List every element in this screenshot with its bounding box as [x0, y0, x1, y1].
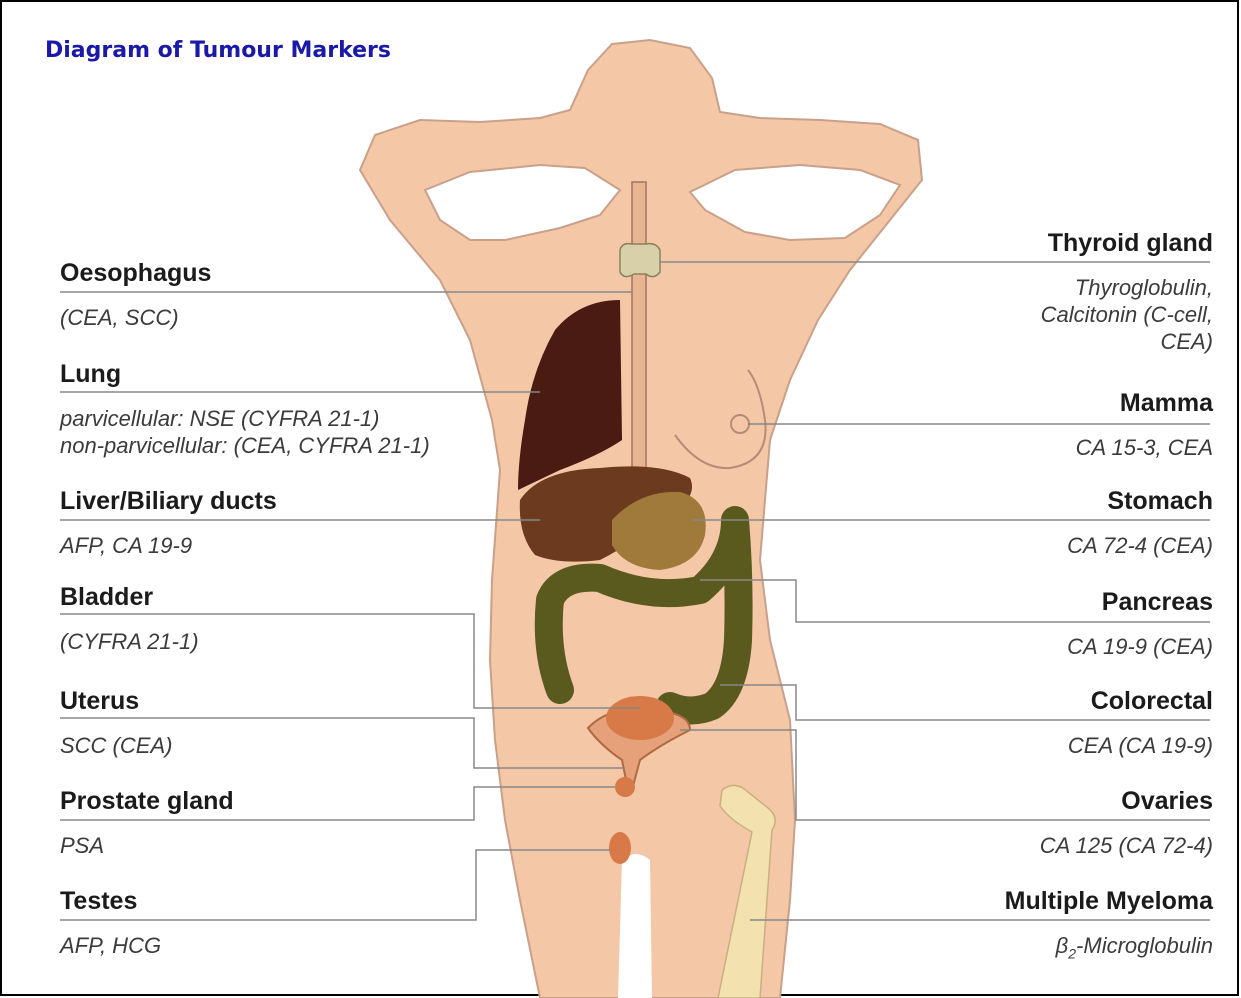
organ-markers: AFP, HCG: [60, 932, 320, 959]
organ-markers: CEA (CA 19-9): [953, 732, 1213, 759]
organ-markers: PSA: [60, 832, 320, 859]
label-multiple-myeloma: Multiple Myeloma β2-Microglobulin: [953, 886, 1213, 967]
organ-markers: Thyroglobulin, Calcitonin (C-cell, CEA): [953, 274, 1213, 355]
label-lung: Lung parvicellular: NSE (CYFRA 21-1) non…: [60, 359, 500, 459]
organ-name: Testes: [60, 886, 320, 916]
label-prostate: Prostate gland PSA: [60, 786, 320, 859]
label-uterus: Uterus SCC (CEA): [60, 686, 320, 759]
organ-markers: β2-Microglobulin: [953, 932, 1213, 967]
organ-name: Ovaries: [953, 786, 1213, 816]
organ-markers: CA 125 (CA 72-4): [953, 832, 1213, 859]
marker-suffix: -Microglobulin: [1076, 933, 1213, 958]
organ-name: Bladder: [60, 582, 320, 612]
organ-markers: SCC (CEA): [60, 732, 320, 759]
organ-markers: parvicellular: NSE (CYFRA 21-1) non-parv…: [60, 405, 500, 459]
organ-markers: CA 72-4 (CEA): [953, 532, 1213, 559]
thyroid-organ: [620, 244, 660, 277]
leg-gap: [618, 854, 652, 998]
organ-name: Liver/Biliary ducts: [60, 486, 320, 516]
organ-name: Pancreas: [953, 587, 1213, 617]
label-mamma: Mamma CA 15-3, CEA: [953, 388, 1213, 461]
organ-name: Mamma: [953, 388, 1213, 418]
organ-name: Prostate gland: [60, 786, 320, 816]
organ-markers: CA 19-9 (CEA): [953, 633, 1213, 660]
organ-name: Lung: [60, 359, 500, 389]
organ-name: Colorectal: [953, 686, 1213, 716]
diagram-title: Diagram of Tumour Markers: [45, 38, 391, 63]
marker-subscript: 2: [1068, 945, 1076, 961]
testes-organ: [609, 832, 631, 864]
uterus-body: [606, 696, 674, 740]
label-oesophagus: Oesophagus (CEA, SCC): [60, 258, 320, 331]
label-liver: Liver/Biliary ducts AFP, CA 19-9: [60, 486, 320, 559]
oesophagus-organ: [632, 182, 646, 492]
label-testes: Testes AFP, HCG: [60, 886, 320, 959]
label-bladder: Bladder (CYFRA 21-1): [60, 582, 320, 655]
label-thyroid: Thyroid gland Thyroglobulin, Calcitonin …: [953, 228, 1213, 355]
organ-name: Thyroid gland: [953, 228, 1213, 258]
organ-name: Oesophagus: [60, 258, 320, 288]
organ-name: Multiple Myeloma: [953, 886, 1213, 916]
label-pancreas: Pancreas CA 19-9 (CEA): [953, 587, 1213, 660]
organ-markers: (CEA, SCC): [60, 304, 320, 331]
organ-markers: CA 15-3, CEA: [953, 434, 1213, 461]
organ-name: Uterus: [60, 686, 320, 716]
organ-name: Stomach: [953, 486, 1213, 516]
marker-prefix: β: [1056, 933, 1069, 958]
label-colorectal: Colorectal CEA (CA 19-9): [953, 686, 1213, 759]
prostate-organ: [615, 777, 635, 797]
organ-markers: (CYFRA 21-1): [60, 628, 320, 655]
label-stomach: Stomach CA 72-4 (CEA): [953, 486, 1213, 559]
organ-markers: AFP, CA 19-9: [60, 532, 320, 559]
label-ovaries: Ovaries CA 125 (CA 72-4): [953, 786, 1213, 859]
